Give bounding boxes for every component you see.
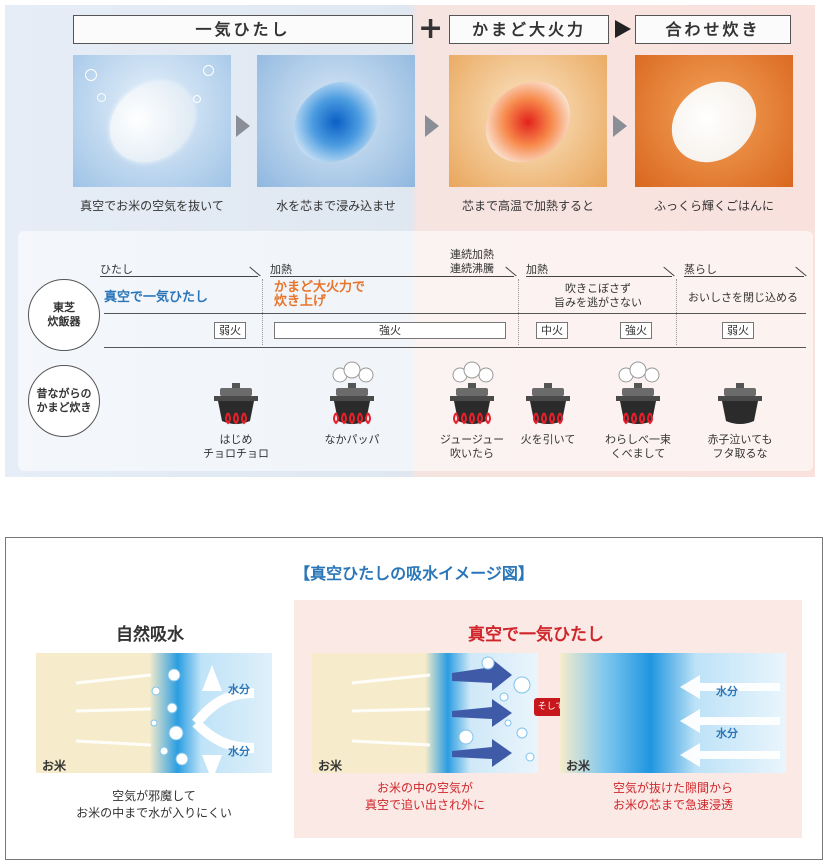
desc-fire-line2: 炊き上げ xyxy=(274,294,327,309)
rice-label: お米 xyxy=(318,759,343,773)
water-label: 水分 xyxy=(228,745,250,758)
kamado-pot-caption: 赤子泣いてもフタ取るな xyxy=(690,433,790,461)
desc-heat2-line2: 旨みを逃がさない xyxy=(554,296,642,309)
then-badge: そして xyxy=(534,698,568,716)
rice-label: お米 xyxy=(566,759,591,773)
desc-fire-line1: かまど大火力で xyxy=(274,280,366,295)
natural-caption: 空気が邪魔してお米の中まで水が入りにくい xyxy=(36,788,272,822)
kamado-pot-caption: わらしべ一束くべまして xyxy=(588,433,688,461)
kamado-pot-caption-line1: 赤子泣いても xyxy=(707,433,773,446)
step-image-soak xyxy=(73,55,231,187)
absorption-title: 【真空ひたしの吸水イメージ図】 xyxy=(294,564,534,583)
vacuum-caption-2: 空気が抜けた隙間からお米の芯まで急速浸透 xyxy=(560,780,786,814)
toshiba-label-line2: 炊飯器 xyxy=(47,315,81,328)
vacuum-caption-1: お米の中の空気が真空で追い出され外に xyxy=(312,780,538,814)
header-arrow-icon xyxy=(615,20,631,38)
step-caption: 真空でお米の空気を抜いて xyxy=(80,199,224,213)
header-combine: 合わせ炊き xyxy=(635,15,791,44)
water-label: 水分 xyxy=(228,683,250,696)
rice-label: お米 xyxy=(42,759,67,773)
step-arrow-icon xyxy=(613,115,627,137)
vacuum-caption-1-line2: 真空で追い出され外に xyxy=(364,798,485,812)
cooking-process-panel: 一気ひたし + かまど大火力 合わせ炊き 真空でお米の空気を抜いて 水を芯まで浸… xyxy=(5,5,815,477)
phase-boil-line2: 連続沸騰 xyxy=(450,262,494,275)
vacuum-absorption-image-1: お米 xyxy=(312,653,538,773)
kamado-pot-caption-line2: チョロチョロ xyxy=(203,447,269,460)
kamado-pot-caption-line2: くべまして xyxy=(610,447,666,460)
step-image-result xyxy=(635,55,793,187)
desc-heat2: 吹きこぼさず旨みを逃がさない xyxy=(528,282,668,310)
phase-underline xyxy=(100,276,258,277)
vacuum-caption-2-line2: お米の芯まで急速浸透 xyxy=(612,798,733,812)
desc-steam: おいしさを閉じ込める xyxy=(688,291,798,304)
phase-steam: 蒸らし xyxy=(684,263,717,276)
header-soak: 一気ひたし xyxy=(73,15,413,44)
step-arrow-icon xyxy=(236,115,250,137)
phase-underline xyxy=(270,276,514,277)
phase-underline xyxy=(684,276,804,277)
phase-heat2: 加熱 xyxy=(526,263,548,276)
kamado-pot-caption-line1: 火を引いて xyxy=(520,433,576,446)
vacuum-caption-1-line1: お米の中の空気が xyxy=(376,781,473,795)
kamado-pot-icon xyxy=(206,361,266,441)
natural-absorption-image: 水分 水分 お米 xyxy=(36,653,272,773)
phase-boil-line1: 連続加熱 xyxy=(450,248,494,261)
kamado-pot-caption: はじめチョロチョロ xyxy=(186,433,286,461)
phase-heat: 加熱 xyxy=(270,263,292,276)
heat-low: 弱火 xyxy=(214,322,246,339)
kamado-label: 昔ながらのかまど炊き xyxy=(28,365,100,437)
desc-fire: かまど大火力で炊き上げ xyxy=(274,281,365,309)
step-image-heat xyxy=(449,55,607,187)
vacuum-title: 真空で一気ひたし xyxy=(468,625,604,645)
vacuum-absorption-image-2: 水分 水分 お米 xyxy=(560,653,786,773)
header-fire: かまど大火力 xyxy=(449,15,609,44)
plus-sign: + xyxy=(418,11,444,46)
natural-caption-line2: お米の中まで水が入りにくい xyxy=(76,806,232,820)
toshiba-label-line1: 東芝 xyxy=(53,301,75,314)
natural-title: 自然吸水 xyxy=(116,625,184,645)
kamado-pot-icon xyxy=(608,361,668,441)
kamado-label-line1: 昔ながらの xyxy=(36,387,92,400)
row-divider xyxy=(104,313,806,314)
kamado-label-line2: かまど炊き xyxy=(36,401,92,414)
heat-mid: 中火 xyxy=(536,322,568,339)
kamado-pot-caption-line1: ジュージュー xyxy=(439,433,505,446)
kamado-pot-caption-line2: フタ取るな xyxy=(712,447,768,460)
kamado-pot-caption-line1: はじめ xyxy=(219,433,253,446)
natural-caption-line1: 空気が邪魔して xyxy=(112,789,196,803)
kamado-pot-caption-line1: なかパッパ xyxy=(324,433,380,446)
heat-strong: 強火 xyxy=(274,322,506,339)
desc-soak: 真空で一気ひたし xyxy=(104,290,209,305)
water-label: 水分 xyxy=(716,685,738,698)
phase-soak: ひたし xyxy=(100,263,133,276)
vacuum-caption-2-line1: 空気が抜けた隙間から xyxy=(612,781,733,795)
step-caption: 水を芯まで浸み込ませ xyxy=(276,199,396,213)
kamado-pot-caption: ジュージュー吹いたら xyxy=(422,433,522,461)
kamado-pot-icon xyxy=(710,361,770,441)
kamado-pot-icon xyxy=(442,361,502,441)
phase-underline xyxy=(526,276,672,277)
step-arrow-icon xyxy=(425,115,439,137)
row-divider xyxy=(104,347,806,348)
step-caption: 芯まで高温で加熱すると xyxy=(461,199,594,213)
comparison-table: ひたし 加熱 連続加熱 連続沸騰 加熱 蒸らし 東芝炊飯器 真空で一気ひたし か… xyxy=(18,231,813,471)
water-label: 水分 xyxy=(716,727,738,740)
step-image-absorb xyxy=(257,55,415,187)
desc-heat2-line1: 吹きこぼさず xyxy=(565,282,631,295)
absorption-panel: 【真空ひたしの吸水イメージ図】 自然吸水 水分 水分 お米 空気が邪魔してお米の… xyxy=(5,537,823,860)
step-caption: ふっくら輝くごはんに xyxy=(653,199,774,213)
kamado-pot-caption: 火を引いて xyxy=(498,433,598,447)
toshiba-label: 東芝炊飯器 xyxy=(28,279,100,351)
kamado-pot-caption-line2: 吹いたら xyxy=(450,447,494,460)
kamado-pot-icon xyxy=(322,361,382,441)
kamado-pot-icon xyxy=(518,361,578,441)
heat-low: 弱火 xyxy=(722,322,754,339)
kamado-pot-caption-line1: わらしべ一束 xyxy=(605,433,671,446)
kamado-pot-caption: なかパッパ xyxy=(302,433,402,447)
heat-strong: 強火 xyxy=(620,322,652,339)
